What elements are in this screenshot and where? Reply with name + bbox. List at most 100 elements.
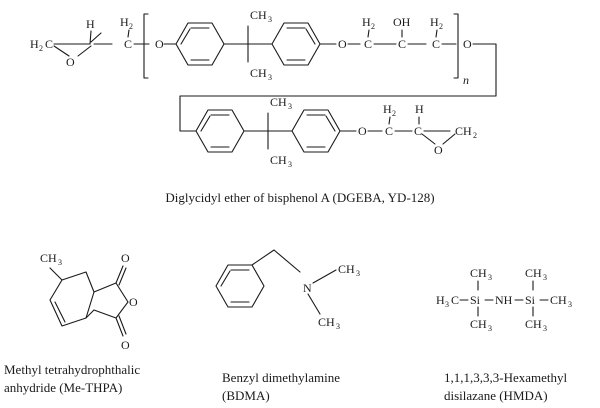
methyl-label: CH	[338, 262, 355, 276]
atom-h: H	[436, 293, 445, 307]
atom-h: H	[415, 102, 424, 116]
ether-oxygen: O	[155, 37, 164, 51]
anhydride-oxygen: O	[129, 295, 138, 309]
atom-c: C	[45, 37, 53, 51]
benzene-ring-1	[175, 22, 225, 66]
methp-structure: CH 3 O O O	[40, 251, 138, 352]
epoxide-oxygen: O	[434, 143, 443, 157]
atom-h: H	[120, 15, 129, 29]
caption-bdma-line2: (BDMA)	[222, 388, 270, 403]
subscript-2: 2	[39, 44, 43, 53]
subscript-3: 3	[288, 102, 292, 111]
hydroxypropyl-linker: H 2 C C OH H 2 C	[362, 15, 457, 51]
hmda-structure: H 3 C Si CH 3 CH 3 NH Si CH 3 CH 3 CH 3	[436, 266, 572, 333]
atom-c: C	[124, 37, 132, 51]
atom-c: C	[398, 37, 406, 51]
benzene-ring-bdma	[215, 264, 265, 308]
subscript-3: 3	[543, 273, 547, 282]
benzyl-ch2-bond	[251, 249, 301, 273]
methyl-label: CH	[470, 317, 487, 331]
benzene-ring-4	[291, 109, 341, 153]
atom-c: C	[451, 293, 459, 307]
repeat-bracket-right	[453, 13, 459, 79]
methyl-top: CH	[270, 95, 287, 109]
ch-bond	[89, 30, 92, 45]
amine-nitrogen: N	[303, 281, 312, 295]
atom-c: C	[432, 37, 440, 51]
ether-oxygen: O	[358, 124, 367, 138]
hydroxyl-group: OH	[393, 15, 411, 29]
subscript-3: 3	[356, 269, 360, 278]
atom-c: C	[385, 124, 393, 138]
repeat-bracket-left	[143, 13, 149, 79]
subscript-3: 3	[336, 322, 340, 331]
benzene-ring-3	[195, 109, 245, 153]
subscript-3: 3	[288, 160, 292, 169]
methyl-label: CH	[470, 266, 487, 280]
subscript-2: 2	[129, 22, 133, 31]
carbonyl-oxygen-top: O	[121, 251, 130, 265]
bdma-structure: N CH 3 CH 3	[215, 249, 360, 331]
subscript-3: 3	[58, 258, 62, 267]
subscript-3: 3	[568, 300, 572, 309]
n-methyl-bond-2	[307, 293, 321, 315]
isopropylidene-bridge-2: CH 3 CH 3	[267, 95, 292, 169]
subscript-3: 3	[488, 273, 492, 282]
ring-double-bond	[54, 301, 66, 323]
atom-c: C	[364, 37, 372, 51]
methyl-bond	[49, 267, 63, 281]
atom-c: C	[414, 124, 422, 138]
subscript-2: 2	[392, 109, 396, 118]
methyl-label: CH	[525, 317, 542, 331]
epoxide-oxygen: O	[66, 55, 75, 69]
methyl-label: CH	[40, 251, 57, 265]
nh-group: NH	[495, 293, 513, 307]
subscript-2: 2	[473, 131, 477, 140]
ether-oxygen: O	[463, 37, 472, 51]
atom-h: H	[430, 15, 439, 29]
repeat-count-n: n	[463, 73, 469, 87]
methyl-top: CH	[250, 8, 267, 22]
subscript-2: 2	[371, 22, 375, 31]
subscript-3: 3	[543, 324, 547, 333]
atom-h: H	[383, 102, 392, 116]
right-epoxide-group: H 2 C H C O CH 2	[383, 102, 477, 157]
silicon-atom-1: Si	[470, 293, 481, 307]
subscript-3: 3	[268, 15, 272, 24]
subscript-2: 2	[439, 22, 443, 31]
dgeba-structure: H 2 C H O H 2 C O CH 3 CH	[30, 8, 497, 132]
caption-hmda-line2: disilazane (HMDA)	[444, 388, 548, 403]
atom-h: H	[362, 15, 371, 29]
dgeba-structure-end: CH 3 CH 3 O H 2 C H C O CH 2	[195, 95, 477, 169]
ether-oxygen: O	[338, 37, 347, 51]
left-epoxide-group: H 2 C H O H 2 C	[30, 15, 150, 69]
carbonyl-oxygen-bottom: O	[121, 338, 130, 352]
n-methyl-bond-1	[312, 269, 337, 284]
subscript-3: 3	[488, 324, 492, 333]
caption-bdma-line1: Benzyl dimethylamine	[222, 370, 340, 385]
methyl-label: CH	[550, 293, 567, 307]
atom-h: H	[86, 17, 95, 31]
epoxide-ring-bonds	[421, 130, 456, 145]
chain-connector-line	[179, 43, 497, 132]
caption-methp-line2: anhydride (Me-THPA)	[4, 380, 122, 395]
anhydride-ring: O O O	[85, 251, 138, 352]
methyl-label: CH	[525, 266, 542, 280]
subscript-3: 3	[445, 300, 449, 309]
caption-methp-line1: Methyl tetrahydrophthalic	[4, 362, 140, 377]
benzene-ring-2	[271, 22, 321, 66]
atom-h: H	[30, 37, 39, 51]
caption-dgeba: Diglycidyl ether of bisphenol A (DGEBA, …	[165, 190, 434, 205]
cyclohexene-ring	[49, 271, 95, 327]
subscript-3: 3	[268, 73, 272, 82]
methyl-bottom: CH	[270, 153, 287, 167]
methyl-label: CH	[318, 315, 335, 329]
epoxide-ring-bonds	[53, 32, 102, 57]
epoxide-ch2: CH	[455, 124, 472, 138]
ch2-h-bond	[127, 29, 130, 38]
isopropylidene-bridge: CH 3 CH 3	[247, 8, 272, 82]
caption-hmda-line1: 1,1,1,3,3,3-Hexamethyl	[444, 370, 568, 385]
methyl-bottom: CH	[250, 66, 267, 80]
silicon-atom-2: Si	[525, 293, 536, 307]
